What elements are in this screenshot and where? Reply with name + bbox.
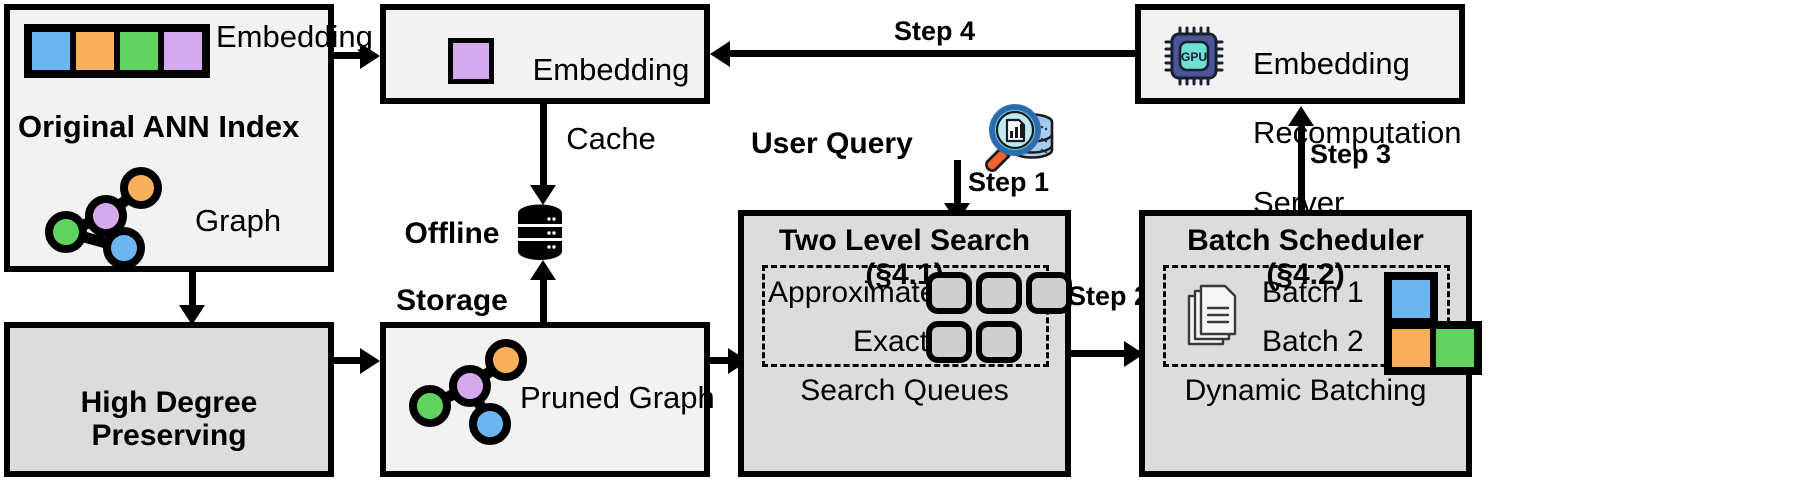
arrow-index-to-pruning-shaft [189,272,196,310]
recomputation-server-line1: Embedding [1253,45,1410,81]
arrow-pruned-to-storage-head [530,260,556,280]
step2-label: Step 2 [1068,281,1150,311]
original-ann-index-title: Original ANN Index [18,109,300,144]
offline-storage-line1: Offline [404,216,500,250]
embedding-cache-title: Embedding Cache [516,18,706,157]
gpu-chip-text: GPU [1181,50,1207,64]
arrow-pruned-to-storage-shaft [540,278,547,326]
batch-2-items [1384,321,1482,375]
dynamic-batching-footer: Dynamic Batching [1184,374,1427,407]
step4-label: Step 4 [894,16,976,46]
batch-scheduler-title: Batch Scheduler (§4.2) [1187,224,1424,291]
recomputation-server-line2: Recomputation [1253,115,1462,151]
embedding-cell-green [117,29,161,73]
step1-arrow-shaft [954,160,961,210]
embedding-cache-chip [448,38,494,84]
arrow-cache-to-storage-head [530,185,556,205]
offline-storage-line2: Storage [396,283,508,317]
pruned-graph-label: Pruned Graph [520,380,715,415]
pruned-graph-glyph [409,339,527,445]
step4-arrow-head [710,41,730,67]
approximate-queue-label: Approximate [768,276,937,309]
query-search-database-icon [985,104,1054,172]
graph-pruning-box [4,322,334,477]
queue-slot[interactable] [976,321,1022,363]
search-queues-footer: Search Queues [800,374,1009,407]
recomputation-server-title: Embedding Recomputation Server [1253,12,1462,220]
arrow-pruning-to-pruned-shaft [334,357,372,364]
database-icon [518,204,562,260]
step3-arrow-head [1288,106,1314,126]
step4-arrow-shaft [718,50,1136,57]
batch-item-blue [1389,277,1433,321]
queue-slot[interactable] [926,321,972,363]
embedding-cell-blue [29,29,73,73]
graph-pruning-line1: High Degree Preserving [80,385,258,453]
batch-2-label: Batch 2 [1262,325,1364,358]
embedding-cache-box [380,4,710,104]
original-graph-glyph [45,167,162,269]
queue-slot[interactable] [1026,272,1072,314]
arrow-pruning-to-pruned-head [360,348,380,374]
offline-storage-label: Offline Storage [392,183,512,317]
dynamic-batching-region [1163,265,1450,367]
user-query-label: User Query [751,127,913,160]
step3-label: Step 3 [1310,139,1392,169]
search-queues-region [762,265,1049,367]
batch-item-orange [1389,326,1433,370]
arrow-index-to-cache-shaft [334,52,372,59]
embedding-vector-strip [24,24,210,78]
recomputation-server-line3: Server [1253,184,1345,220]
step1-label: Step 1 [968,167,1050,197]
batch-1-label: Batch 1 [1262,276,1364,309]
arrow-cache-to-storage-shaft [540,104,547,192]
gpu-chip-icon: GPU [1164,26,1224,86]
step2-arrow-shaft [1071,350,1144,357]
queue-slot[interactable] [976,272,1022,314]
embedding-cell-purple [161,29,205,73]
embedding-label: Embedding [216,19,373,54]
exact-queue-slots [926,321,1022,363]
graph-label: Graph [195,203,282,238]
embedding-cell-orange [73,29,117,73]
step3-arrow-shaft [1298,125,1305,211]
batch-item-green [1433,326,1477,370]
arrow-index-to-pruning-head [179,305,205,325]
documents-icon [1187,284,1237,346]
embedding-cache-line2: Cache [566,121,656,157]
batch-1-items [1384,272,1438,326]
exact-queue-label: Exact [853,325,929,358]
queue-slot[interactable] [926,272,972,314]
graph-pruning-title: High Degree Preserving Graph Pruning (§5… [14,352,324,481]
embedding-cache-line1: Embedding [532,51,690,87]
approximate-queue-slots [926,272,1072,314]
arrow-index-to-cache-head [360,43,380,69]
